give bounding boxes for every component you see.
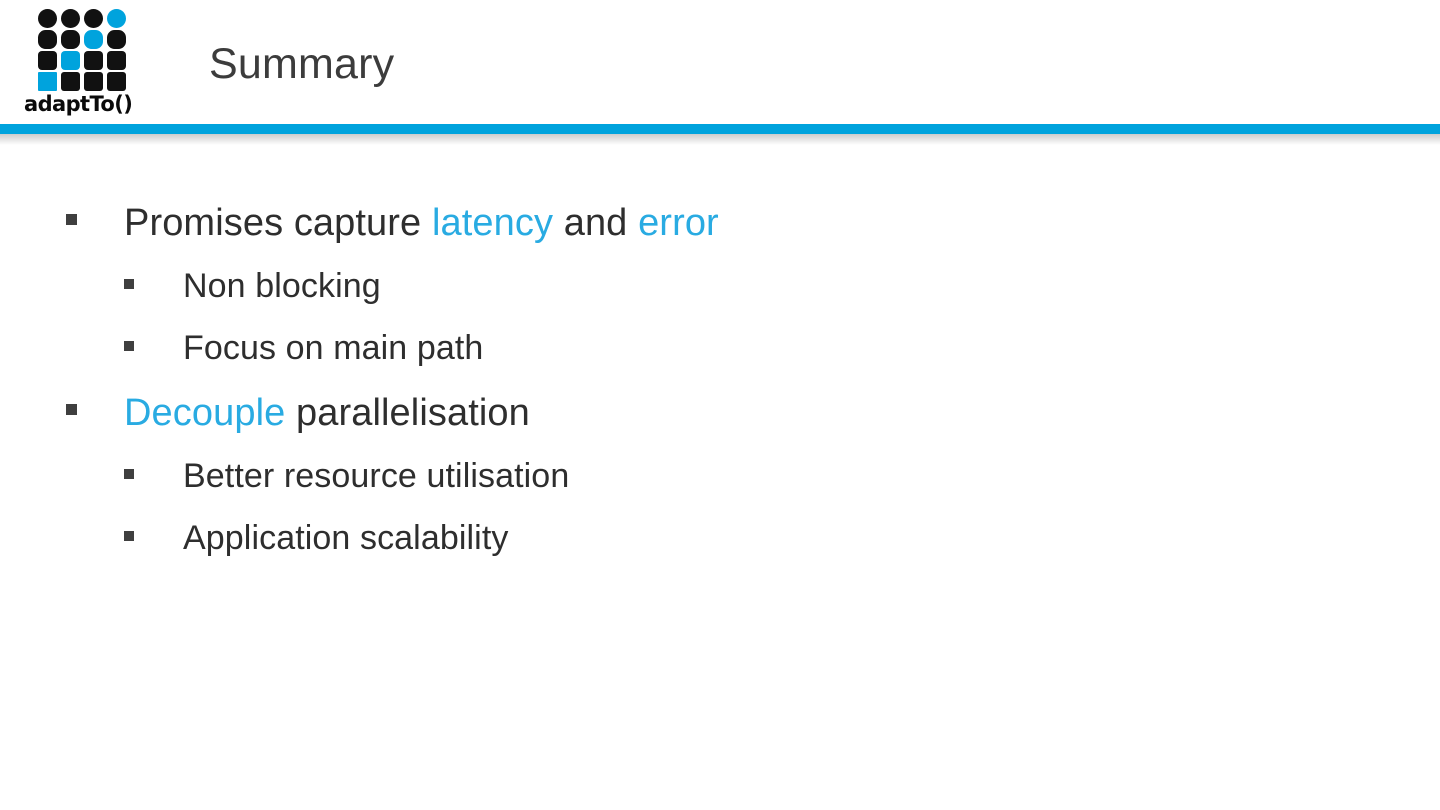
bullet-text: Application scalability	[183, 510, 508, 566]
bullet-text: Better resource utilisation	[183, 448, 569, 504]
header-divider-bar	[0, 124, 1440, 134]
square-bullet-icon	[124, 531, 134, 541]
logo-dot-2-2	[61, 30, 80, 49]
square-bullet-icon	[66, 404, 77, 415]
logo-dot-1-4	[107, 9, 126, 28]
logo-wordmark: adaptTo()	[24, 92, 133, 116]
logo-dot-3-4	[107, 51, 126, 70]
bullet-text: Focus on main path	[183, 320, 483, 376]
adaptto-logo: adaptTo()	[24, 6, 148, 120]
bullet-text: Non blocking	[183, 258, 381, 314]
slide-header: adaptTo() Summary	[0, 0, 1440, 124]
header-divider-shadow	[0, 134, 1440, 145]
logo-dot-1-2	[61, 9, 80, 28]
bullet-text: Promises capture latency and error	[124, 192, 719, 254]
text-run: Promises capture	[124, 202, 432, 244]
logo-dot-4-3	[84, 72, 103, 91]
text-run: and	[553, 202, 639, 244]
accent-text-run: latency	[431, 202, 554, 244]
logo-dot-3-2	[61, 51, 80, 70]
logo-dot-grid	[38, 9, 126, 91]
square-bullet-icon	[124, 469, 134, 479]
square-bullet-icon	[124, 279, 134, 289]
text-run: Non blocking	[183, 267, 381, 305]
bullet-item-level2: Better resource utilisation	[0, 448, 1440, 510]
accent-text-run: Decouple	[124, 392, 286, 434]
page-title: Summary	[209, 40, 395, 88]
logo-dot-3-1	[38, 51, 57, 70]
logo-dot-2-3	[84, 30, 103, 49]
text-run: Focus on main path	[183, 329, 484, 367]
text-run: Application scalability	[183, 519, 509, 557]
logo-dot-3-3	[84, 51, 103, 70]
text-run: parallelisation	[285, 392, 530, 434]
logo-dot-4-4	[107, 72, 126, 91]
bullet-item-level2: Non blocking	[0, 258, 1440, 320]
content-top-spacer	[0, 145, 1440, 192]
logo-dot-2-1	[38, 30, 57, 49]
bullet-text: Decouple parallelisation	[124, 382, 530, 444]
bullet-item-level1: Decouple parallelisation	[0, 382, 1440, 448]
logo-dot-1-1	[38, 9, 57, 28]
square-bullet-icon	[124, 341, 134, 351]
logo-dot-2-4	[107, 30, 126, 49]
accent-text-run: error	[638, 202, 719, 244]
logo-dot-4-2	[61, 72, 80, 91]
bullet-item-level2: Application scalability	[0, 510, 1440, 572]
logo-dot-4-1	[38, 72, 57, 91]
logo-dot-1-3	[84, 9, 103, 28]
bullet-item-level2: Focus on main path	[0, 320, 1440, 382]
bullet-item-level1: Promises capture latency and error	[0, 192, 1440, 258]
text-run: Better resource utilisation	[183, 457, 570, 495]
square-bullet-icon	[66, 214, 77, 225]
